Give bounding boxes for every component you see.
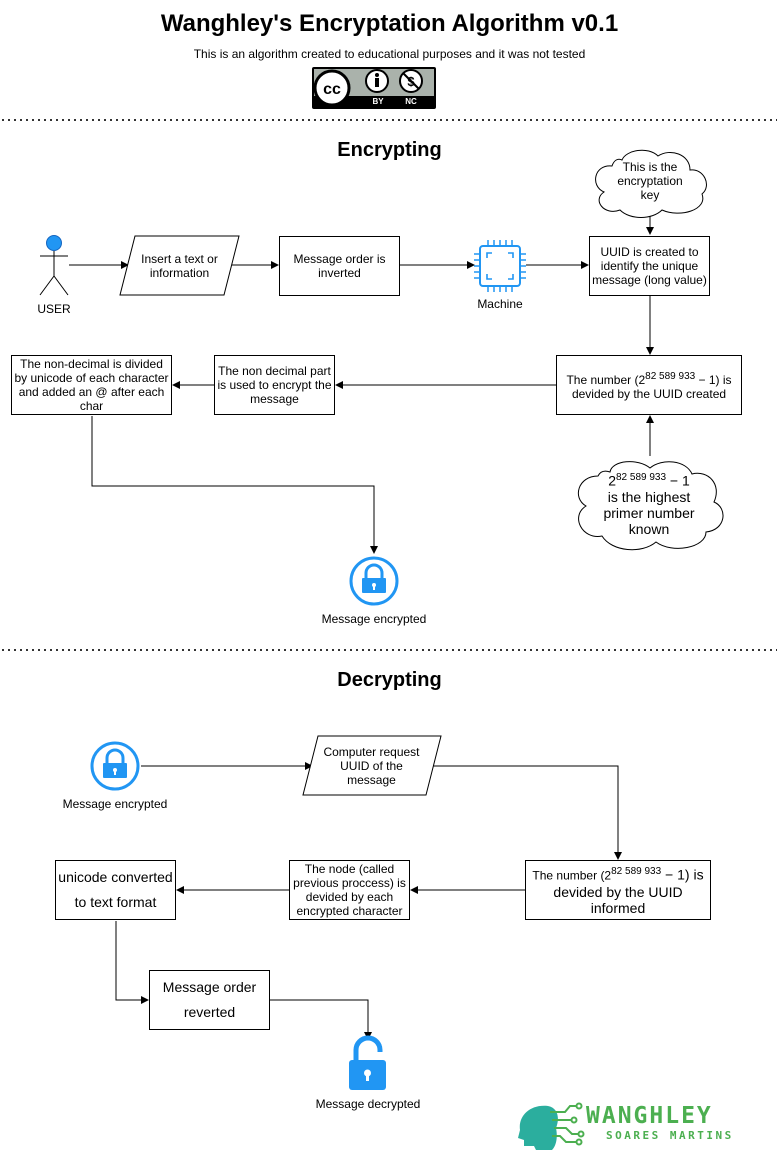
edge-divide-to-lock <box>91 416 378 554</box>
decrypted-unlock-icon <box>349 1035 386 1090</box>
non-decimal-step-text: The non decimal part is used to encrypt … <box>217 364 332 406</box>
unicode-step-box: unicode converted to text format <box>55 860 176 920</box>
unicode-step-text: unicode converted to text format <box>58 869 173 910</box>
prime-cloud-base: 2 <box>608 472 616 489</box>
user-label: USER <box>37 302 71 316</box>
revert-step-box: Message order reverted <box>149 970 270 1030</box>
invert-step-box: Message order is inverted <box>279 236 400 296</box>
node-step-text: The node (called previous proccess) is d… <box>293 862 406 918</box>
decrypted-result-label: Message decrypted <box>315 1097 421 1111</box>
uuid-step-box: UUID is created to identify the unique m… <box>589 236 710 296</box>
revert-step-text: Message order reverted <box>162 979 257 1020</box>
section-title-encrypting: Encrypting <box>337 139 442 161</box>
request-step-text: Computer request UUID of the message <box>323 744 420 787</box>
divide-step-text: The non-decimal is divided by unicode of… <box>14 357 169 413</box>
input-parallelogram <box>119 235 240 296</box>
prime-cloud-shape <box>577 461 724 551</box>
decrypt-number-exponent: 82 589 933 <box>611 866 662 878</box>
edge-request-to-number <box>432 765 622 860</box>
machine-chip-icon <box>474 240 526 292</box>
logo-tagline: SOARES MARTINS <box>606 1129 734 1142</box>
prime-cloud-text: is the highest primer number known <box>603 488 695 537</box>
prime-cloud-text-block: 282 589 933 − 1 is the highest primer nu… <box>594 470 704 537</box>
license-by-label: BY <box>372 97 384 106</box>
node-step-box: The node (called previous proccess) is d… <box>289 860 410 920</box>
decrypt-number-prefix: The number (2 <box>532 868 612 883</box>
decrypt-number-suffix: − 1) is devided by the UUID informed <box>553 866 704 916</box>
wanghley-logo-icon <box>518 1102 585 1150</box>
edge-unicode-to-revert <box>115 921 149 1004</box>
svg-text:cc: cc <box>323 81 341 98</box>
divide-step-box: The non-decimal is divided by unicode of… <box>11 355 172 415</box>
uuid-step-text: UUID is created to identify the unique m… <box>592 245 707 287</box>
machine-label: Machine <box>477 297 523 311</box>
license-nc-label: NC <box>405 97 417 106</box>
page-title: Wanghley's Encryptation Algorithm v0.1 <box>160 10 619 37</box>
logo-name: WANGHLEY <box>586 1103 713 1129</box>
decrypt-start-lock-icon <box>90 741 140 791</box>
key-cloud-shape <box>595 149 707 218</box>
decrypt-number-step-box: The number (282 589 933 − 1) is devided … <box>525 860 711 920</box>
number-step-exponent: 82 589 933 <box>645 370 696 382</box>
decrypt-start-label: Message encrypted <box>62 797 168 811</box>
number-step-prefix: The number (2 <box>566 372 646 387</box>
encrypted-result-label: Message encrypted <box>321 612 427 626</box>
edge-revert-to-unlock <box>270 999 372 1040</box>
encrypted-lock-icon <box>349 556 399 606</box>
invert-step-text: Message order is inverted <box>293 252 386 280</box>
cc-license-badge: cc $ <box>312 67 436 109</box>
section-title-decrypting: Decrypting <box>337 669 442 691</box>
user-actor-icon <box>39 235 69 296</box>
key-cloud-text: This is the encryptation key <box>617 160 683 202</box>
request-parallelogram <box>302 735 442 796</box>
input-step-text: Insert a text or information <box>141 251 218 280</box>
page-subtitle: This is an algorithm created to educatio… <box>193 47 586 61</box>
prime-cloud-minus: − 1 <box>666 472 690 489</box>
prime-cloud-exponent: 82 589 933 <box>615 472 667 483</box>
number-step-suffix: − 1) is devided by the UUID created <box>571 372 732 401</box>
non-decimal-step-box: The non decimal part is used to encrypt … <box>214 355 335 415</box>
number-step-box: The number (282 589 933 − 1) is devided … <box>556 355 742 415</box>
